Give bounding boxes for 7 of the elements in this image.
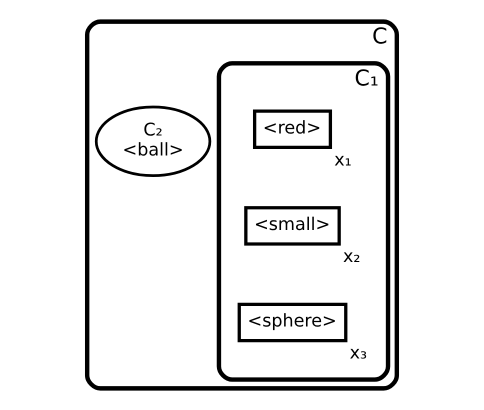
node-label: x₁ xyxy=(334,150,352,170)
node-box: <red> xyxy=(252,109,332,149)
node-box: <small> xyxy=(244,206,341,246)
node-label: x₂ xyxy=(343,246,360,267)
node-box: <sphere> xyxy=(238,302,348,342)
node-label: x₃ xyxy=(350,344,368,364)
node-ellipse: C₂ <ball> xyxy=(94,106,212,177)
